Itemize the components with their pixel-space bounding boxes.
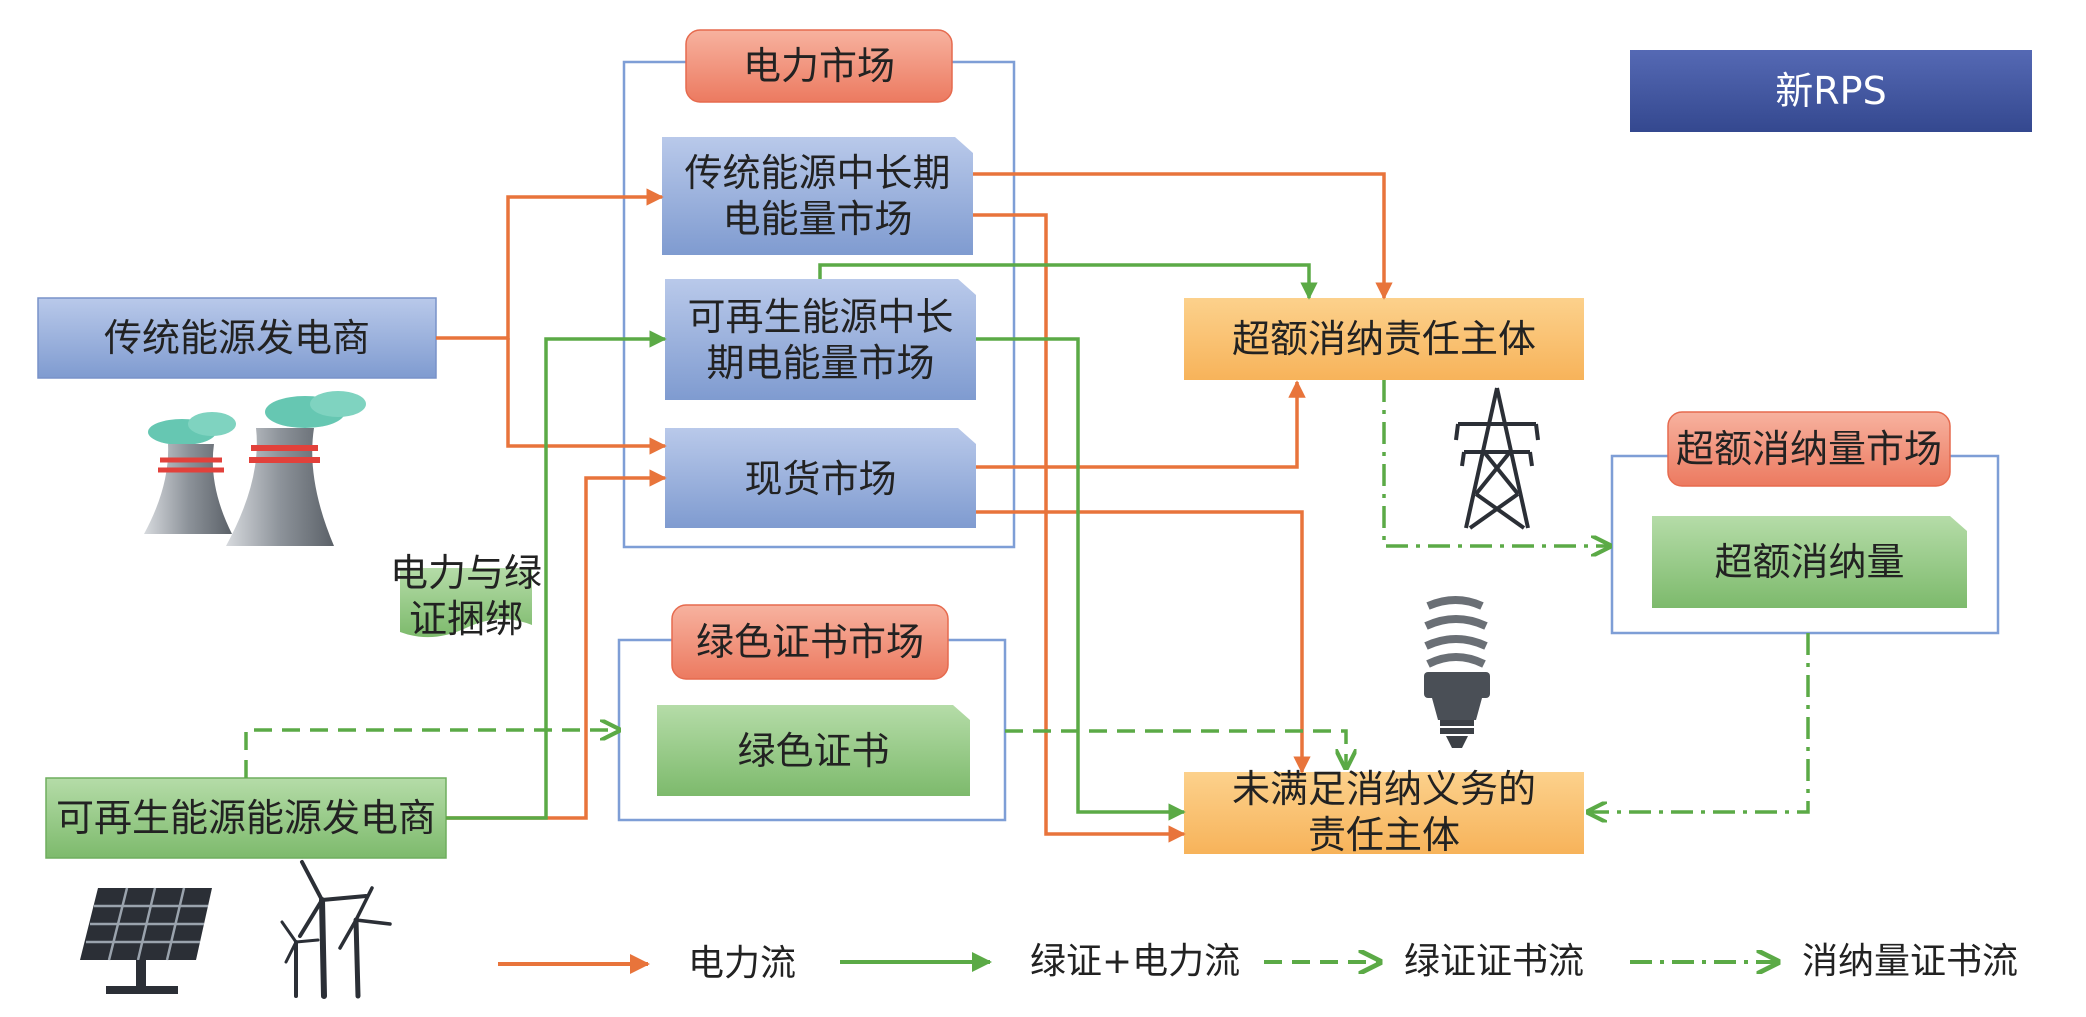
excess-subject-box — [1184, 298, 1584, 380]
wind-turbine-icon — [280, 860, 392, 999]
excess-amount-label: 超额消纳量 — [1714, 540, 1905, 584]
light-bulb-icon — [1424, 596, 1490, 748]
excess-amount-box — [1652, 516, 1967, 608]
green-cert-market-header — [671, 604, 949, 680]
unfulfilled-subject-box — [1184, 772, 1584, 854]
legend-consumption-cert-flow-label: 消纳量证书流 — [1802, 941, 2019, 982]
new-rps-box — [1630, 50, 2032, 132]
excess-market-label: 超额消纳量市场 — [1675, 427, 1942, 471]
bundle-note-shape — [400, 568, 532, 638]
consumption-cert-flow-lines — [1382, 380, 1810, 812]
power-market-header — [685, 29, 953, 103]
new-rps-label: 新RPS — [1775, 69, 1887, 113]
legend — [498, 962, 1778, 974]
power-plant-icon — [144, 391, 366, 546]
legend-green-cert-flow-label: 绿证证书流 — [1404, 941, 1585, 982]
green-cert-label: 绿色证书 — [737, 729, 890, 773]
spot-market-box — [665, 428, 976, 528]
excess-market-header — [1667, 411, 1951, 487]
green-cert-flow-lines — [244, 730, 1346, 778]
green-power-flow-lines — [446, 263, 1318, 821]
legend-power-flow-label: 电力流 — [688, 943, 797, 984]
unfulfilled-subject-label: 未满足消纳义务的 责任主体 — [1231, 767, 1536, 857]
spot-market-label: 现货市场 — [744, 457, 897, 501]
renewable-generator-label: 可再生能源能源发电商 — [55, 796, 436, 840]
power-market-label: 电力市场 — [742, 44, 895, 88]
traditional-generator-box — [37, 297, 437, 379]
power-flow-lines — [436, 172, 1393, 843]
legend-green-power-flow-label: 绿证+电力流 — [1030, 941, 1241, 982]
transmission-tower-icon — [1454, 387, 1540, 530]
green-cert-box — [657, 705, 970, 796]
excess-subject-label: 超额消纳责任主体 — [1231, 317, 1536, 361]
traditional-mid-long-label: 传统能源中长期 电能量市场 — [684, 151, 951, 241]
green-cert-market-label: 绿色证书市场 — [695, 620, 924, 664]
traditional-generator-label: 传统能源发电商 — [103, 316, 370, 360]
renewable-mid-long-box — [665, 279, 976, 400]
renewable-mid-long-label: 可再生能源中长 期电能量市场 — [687, 295, 954, 385]
solar-panel-icon — [80, 887, 212, 994]
bundle-note-label: 电力与绿 证捆绑 — [389, 551, 542, 641]
traditional-mid-long-box — [662, 137, 973, 255]
